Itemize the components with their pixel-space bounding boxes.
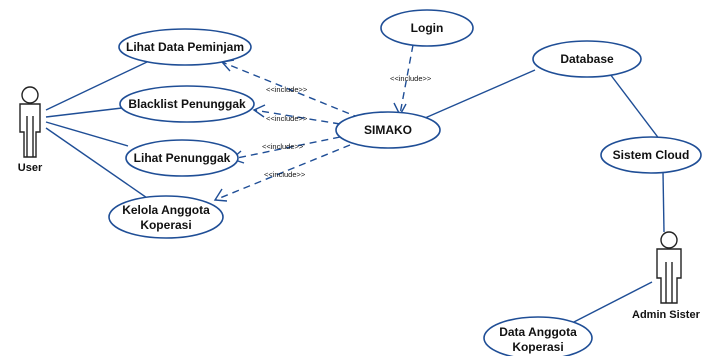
use-case-label-line1: Kelola Anggota bbox=[122, 203, 210, 217]
stick-figure-icon bbox=[656, 231, 682, 304]
include-label-blacklist: <<include>> bbox=[266, 114, 308, 123]
use-case-label: Blacklist Penunggak bbox=[128, 97, 246, 111]
use-case-label: Sistem Cloud bbox=[613, 148, 690, 162]
include-label-kelola: <<include>> bbox=[264, 170, 306, 179]
use-case-database[interactable]: Database bbox=[532, 40, 642, 78]
include-lihat-penunggak-line bbox=[231, 136, 341, 160]
assoc-user-lihat-penunggak bbox=[45, 121, 129, 147]
include-blacklist-arrowhead bbox=[252, 104, 266, 118]
include-kelola-line bbox=[214, 144, 351, 201]
use-case-lihat-penunggak[interactable]: Lihat Penunggak bbox=[125, 139, 239, 177]
use-case-data-anggota-koperasi[interactable]: Data Anggota Koperasi bbox=[483, 316, 593, 356]
assoc-database-cloud bbox=[609, 73, 661, 141]
use-case-label: Database bbox=[560, 52, 614, 66]
stick-figure-icon bbox=[19, 86, 41, 158]
use-case-lihat-data-peminjam[interactable]: Lihat Data Peminjam bbox=[118, 28, 252, 66]
use-case-sistem-cloud[interactable]: Sistem Cloud bbox=[600, 136, 702, 174]
include-label-login: <<include>> bbox=[390, 74, 432, 83]
use-case-label: Lihat Penunggak bbox=[134, 151, 231, 165]
assoc-user-blacklist bbox=[45, 107, 123, 118]
use-case-kelola-anggota-koperasi[interactable]: Kelola Anggota Koperasi bbox=[108, 195, 224, 239]
use-case-label-line2: Koperasi bbox=[512, 340, 563, 354]
actor-admin-sister[interactable]: Admin Sister bbox=[632, 231, 701, 321]
assoc-user-lihat-data bbox=[45, 61, 148, 111]
include-blacklist-line bbox=[253, 109, 341, 125]
include-label-lihat-data: <<include>> bbox=[266, 85, 308, 94]
include-kelola-arrowhead bbox=[213, 188, 228, 202]
use-case-blacklist-penunggak[interactable]: Blacklist Penunggak bbox=[119, 85, 255, 123]
use-case-label: Lihat Data Peminjam bbox=[126, 40, 244, 54]
use-case-simako[interactable]: SIMAKO bbox=[335, 111, 441, 149]
use-case-label: SIMAKO bbox=[364, 123, 412, 137]
actor-label: Admin Sister bbox=[632, 309, 701, 321]
use-case-label: Login bbox=[411, 21, 444, 35]
use-case-label-line2: Koperasi bbox=[140, 218, 191, 232]
actor-label: User bbox=[18, 162, 43, 174]
use-case-login[interactable]: Login bbox=[380, 9, 474, 47]
assoc-cloud-admin bbox=[662, 171, 665, 233]
use-case-label-line1: Data Anggota bbox=[499, 325, 577, 339]
assoc-user-kelola bbox=[45, 127, 151, 201]
actor-user[interactable]: User bbox=[18, 86, 43, 174]
assoc-admin-data-anggota bbox=[569, 281, 653, 325]
assoc-simako-database bbox=[424, 69, 536, 119]
include-lihat-data-line bbox=[221, 61, 361, 119]
include-label-lihat-penunggak: <<include>>' bbox=[262, 142, 305, 151]
